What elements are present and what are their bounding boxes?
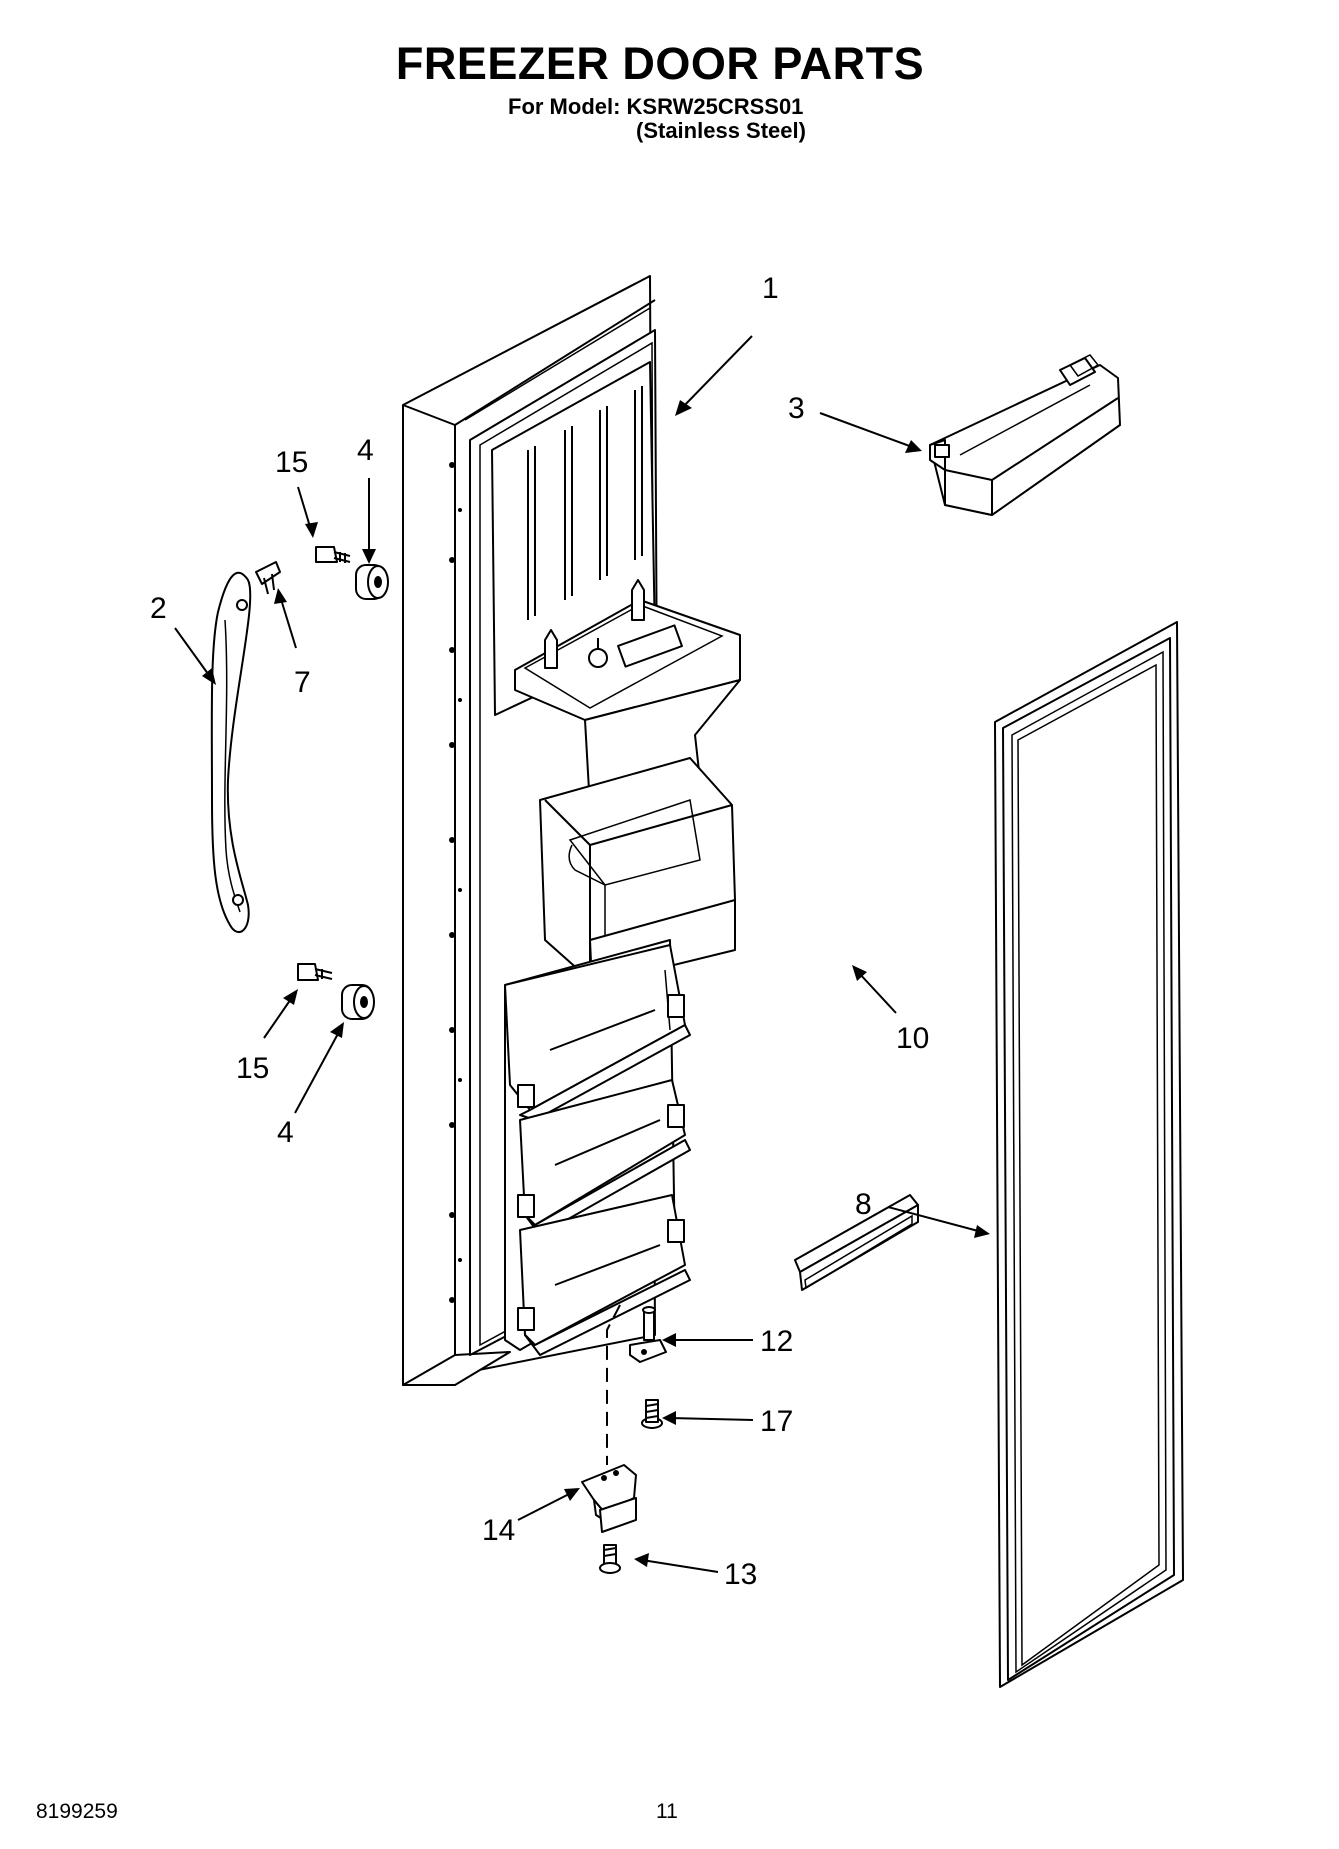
callout-8: 8 <box>855 1188 872 1221</box>
callout-4-lower: 4 <box>277 1116 294 1149</box>
document-number: 8199259 <box>36 1800 118 1823</box>
callout-12: 12 <box>760 1325 793 1358</box>
page-number: 11 <box>656 1800 678 1823</box>
bracket-screw <box>599 1544 621 1574</box>
upper-handle-screw <box>315 546 351 563</box>
callout-1: 1 <box>762 272 779 305</box>
model-line: For Model: KSRW25CRSS01 <box>508 94 804 119</box>
upper-handle-spacer <box>355 564 389 600</box>
door-edge-holes <box>449 462 462 1303</box>
callout-10: 10 <box>896 1022 929 1055</box>
callout-13: 13 <box>724 1558 757 1591</box>
door-bin <box>929 354 1121 516</box>
freezer-door-liner <box>402 275 741 1386</box>
callout-15-upper: 15 <box>275 446 308 479</box>
hinge-screw <box>641 1399 663 1429</box>
callout-4-upper: 4 <box>357 434 374 467</box>
hinge-pin <box>629 1306 667 1363</box>
callout-14: 14 <box>482 1514 515 1547</box>
callout-15-lower: 15 <box>236 1052 269 1085</box>
assembly-centerline <box>606 1304 621 1465</box>
callout-3: 3 <box>788 392 805 425</box>
callout-17: 17 <box>760 1405 793 1438</box>
callout-labels: 1 3 15 4 2 7 15 4 10 8 12 17 14 13 <box>150 272 929 1591</box>
trim-strip <box>794 1194 919 1291</box>
door-gasket <box>994 621 1184 1688</box>
lower-handle-screw <box>297 963 333 981</box>
callout-2: 2 <box>150 592 167 625</box>
finish-line: (Stainless Steel) <box>636 118 806 143</box>
page-title: FREEZER DOOR PARTS <box>395 38 925 89</box>
lower-handle-spacer <box>341 984 375 1020</box>
leader-lines <box>174 335 990 1573</box>
callout-7: 7 <box>294 666 311 699</box>
door-handle <box>210 571 252 933</box>
bottom-hinge-bracket <box>581 1464 637 1533</box>
handle-mount-screw <box>255 561 281 595</box>
